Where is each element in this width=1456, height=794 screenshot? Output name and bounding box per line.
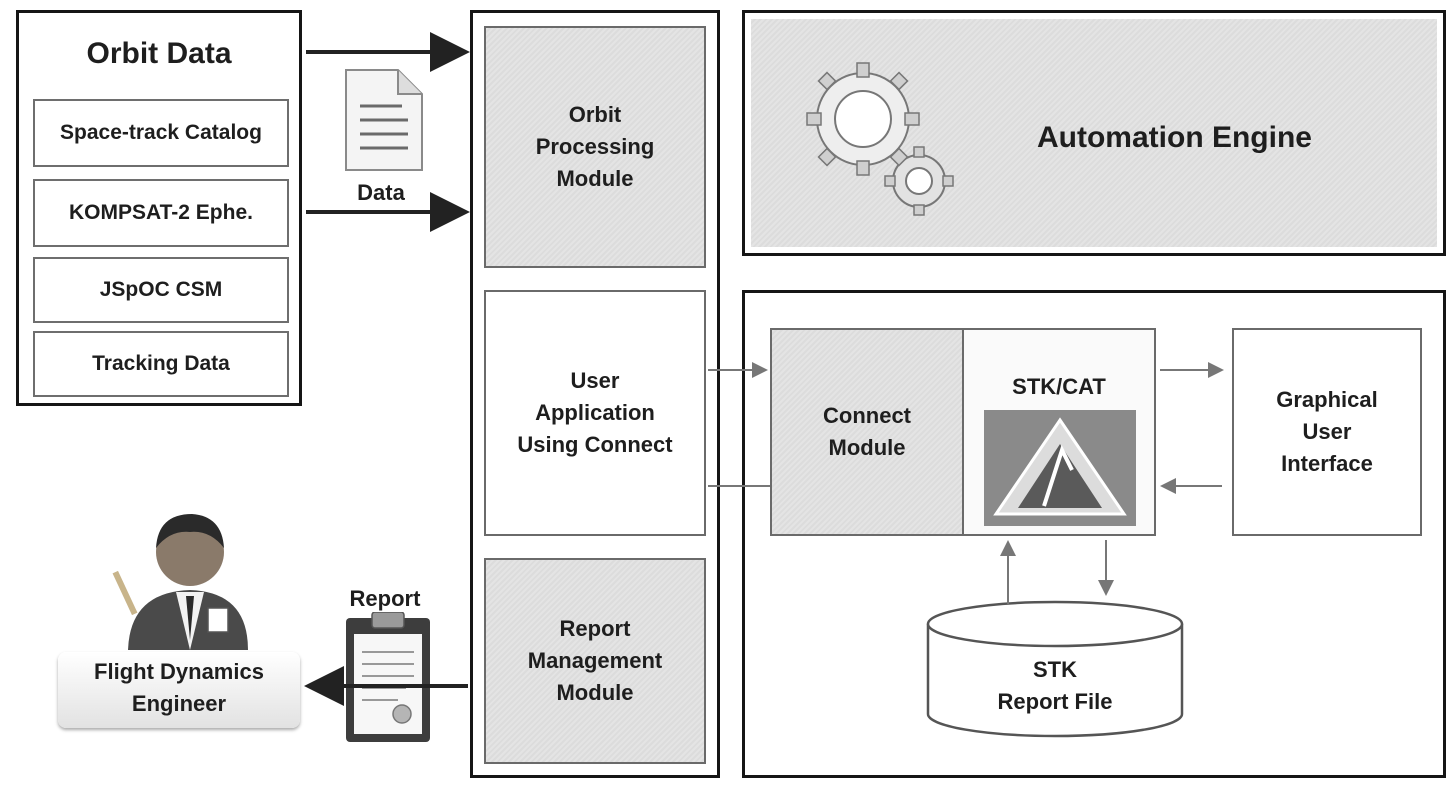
- stk-cat-box: STK/CAT: [962, 328, 1156, 536]
- graphical-user-interface: Graphical User Interface: [1232, 328, 1422, 536]
- engineer-label: Flight Dynamics Engineer: [94, 659, 264, 716]
- data-label: Data: [357, 180, 405, 205]
- stk-report-file-label: STK Report File: [997, 657, 1113, 714]
- engineer-person-icon: [112, 514, 248, 650]
- gear-icon: [806, 62, 954, 216]
- orbit-data-panel: Orbit Data Space-track Catalog KOMPSAT-2…: [16, 10, 302, 406]
- orbit-data-item-space-track: Space-track Catalog: [33, 99, 289, 167]
- orbit-data-item-jspoc: JSpOC CSM: [33, 257, 289, 323]
- document-icon: [345, 69, 423, 171]
- user-application-module: User Application Using Connect: [484, 290, 706, 536]
- database-cylinder-icon: [926, 600, 1184, 738]
- connect-module: Connect Module: [770, 328, 964, 536]
- report-label: Report: [349, 586, 421, 611]
- orbit-data-item-kompsat: KOMPSAT-2 Ephe.: [33, 179, 289, 247]
- stk-cat-label: STK/CAT: [1012, 374, 1106, 399]
- orbit-data-item-tracking: Tracking Data: [33, 331, 289, 397]
- stk-logo-icon: [984, 410, 1136, 526]
- report-management-module: Report Management Module: [484, 558, 706, 764]
- automation-engine-panel: Automation Engine: [742, 10, 1446, 256]
- orbit-processing-module: Orbit Processing Module: [484, 26, 706, 268]
- engineer-label-box: [58, 652, 300, 728]
- orbit-data-title: Orbit Data: [86, 37, 232, 70]
- automation-engine-label: Automation Engine: [1037, 121, 1312, 154]
